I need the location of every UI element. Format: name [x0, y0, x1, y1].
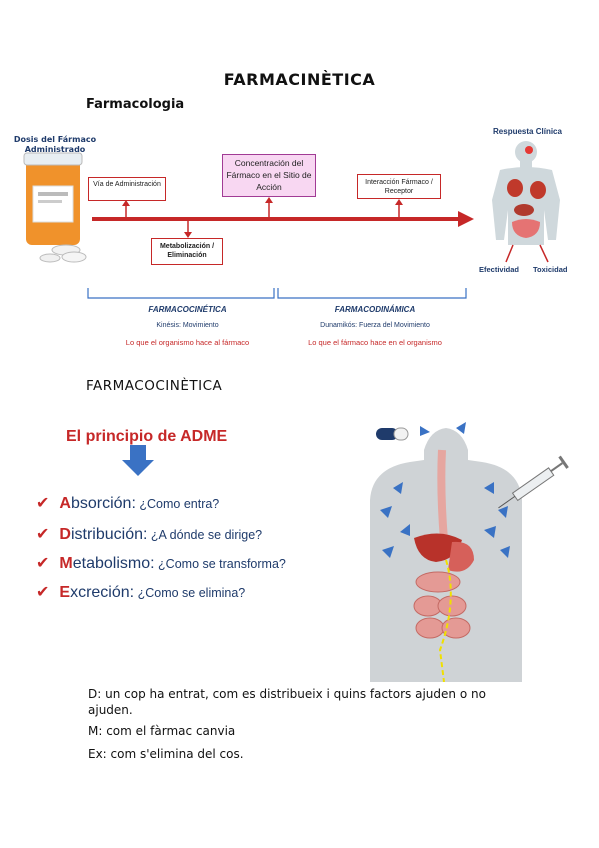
route-box: Vía de Administración: [88, 177, 166, 201]
response-label: Respuesta Clínica: [493, 127, 562, 136]
checkmark-icon: ✔: [36, 495, 50, 512]
note-metabolism: M: com el fàrmac canvia: [88, 724, 236, 738]
note-excretion: Ex: com s'elimina del cos.: [88, 747, 244, 761]
down-arrow-icon: [122, 445, 154, 476]
concentration-box: Concentración del Fármaco en el Sitio de…: [222, 154, 316, 197]
pd-subtitle: Dunamikós: Fuerza del Movimiento: [320, 322, 430, 329]
dose-label: Dosis del Fármaco Administrado: [13, 135, 97, 154]
pill-bottle-icon: [23, 152, 87, 263]
page-title: FARMACINÈTICA: [223, 70, 376, 89]
metabolism-box: Metabolización / Eliminación: [151, 238, 223, 265]
adme-item-distribution: ✔Distribución: ¿A dónde se dirige?: [36, 526, 263, 543]
timeline-arrow: [92, 211, 474, 227]
pk-bracket: [87, 288, 275, 299]
body-silhouette-icon: [492, 141, 560, 245]
effectiveness-label: Efectividad: [479, 265, 520, 274]
note-distribution: D: un cop ha entrat, com es distribueix …: [88, 687, 486, 717]
diagram-graphics: [23, 141, 560, 299]
pk-subtitle: Kinésis: Movimiento: [156, 322, 219, 329]
adme-title: El principio de ADME: [66, 428, 228, 445]
adme-item-absorption: ✔Absorción: ¿Como entra?: [36, 495, 220, 512]
checkmark-icon: ✔: [36, 555, 50, 572]
pd-bracket: [277, 288, 467, 299]
syringe-icon: [498, 455, 569, 509]
checkmark-icon: ✔: [36, 584, 50, 601]
adme-item-excretion: ✔Excreción: ¿Como se elimina?: [36, 584, 246, 601]
subtitle: Farmacologia: [86, 97, 185, 112]
pk-title: FARMACOCINÉTICA: [148, 305, 227, 314]
section-heading: FARMACOCINÈTICA: [86, 378, 223, 394]
capsule-icon: [376, 427, 409, 441]
adme-graphics: [122, 422, 569, 682]
human-body-icon: [370, 422, 522, 682]
adme-item-metabolism: ✔Metabolismo: ¿Como se transforma?: [36, 555, 286, 572]
pd-description: Lo que el fármaco hace en el organismo: [308, 338, 442, 347]
checkmark-icon: ✔: [36, 526, 50, 543]
interaction-box: Interacción Fármaco / Receptor: [357, 174, 441, 199]
pk-description: Lo que el organismo hace al fármaco: [125, 338, 250, 347]
toxicity-label: Toxicidad: [533, 265, 568, 274]
pd-title: FARMACODINÁMICA: [334, 305, 416, 314]
